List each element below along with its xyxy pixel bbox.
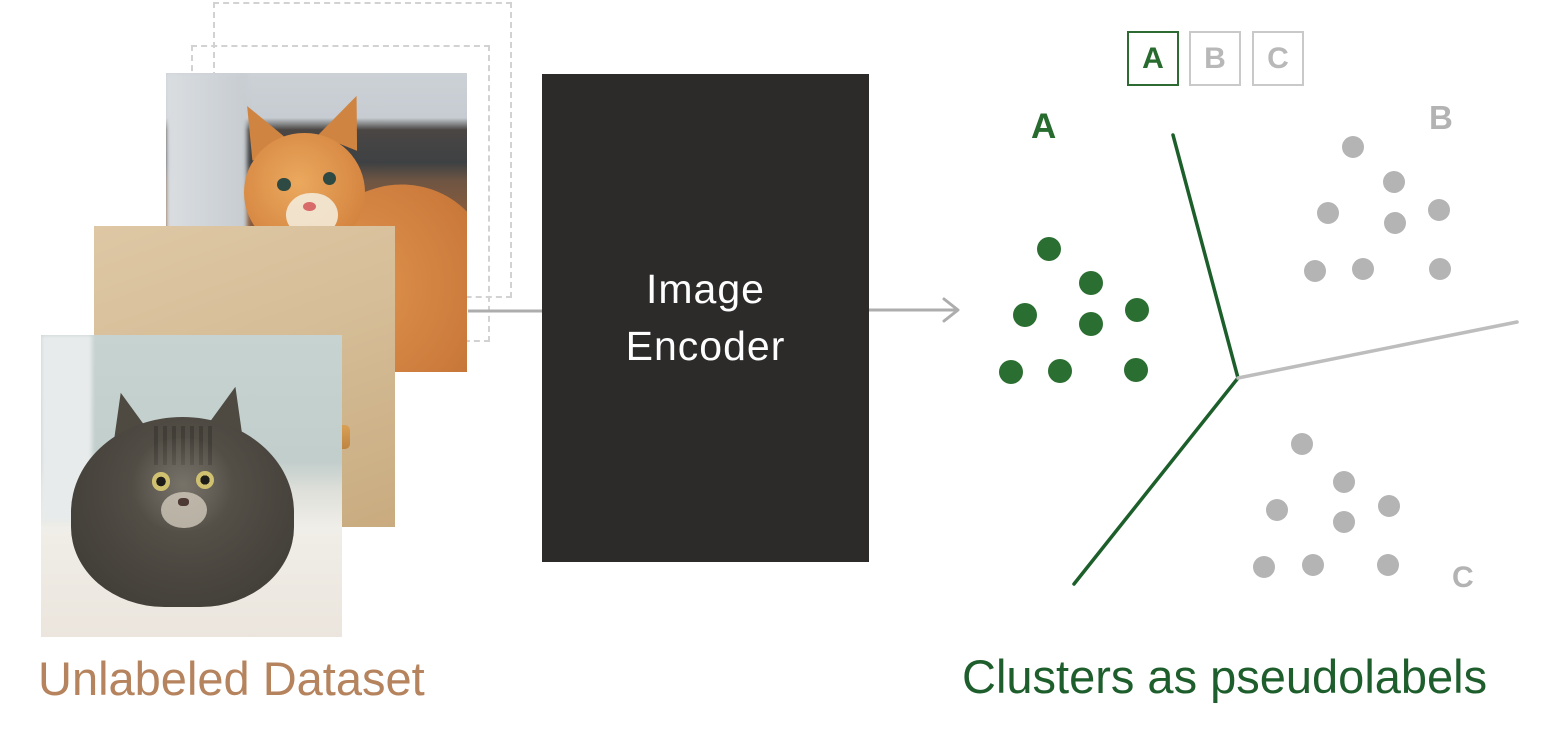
- cluster-boundary-line: [1171, 133, 1240, 380]
- cluster-c-dot: [1266, 499, 1288, 521]
- cat-eye: [196, 470, 215, 489]
- cluster-c-dot: [1378, 495, 1400, 517]
- legend-box-b: B: [1189, 31, 1241, 86]
- cluster-a-dot: [999, 360, 1023, 384]
- cluster-c-dot: [1291, 433, 1313, 455]
- cluster-c-dot: [1333, 511, 1355, 533]
- cat-nose: [302, 201, 316, 212]
- gray-tabby-cat-photo: [41, 335, 342, 637]
- cluster-c-dot: [1253, 556, 1275, 578]
- cluster-a-dot: [1079, 271, 1103, 295]
- arrowhead-icon: [942, 297, 960, 323]
- legend-box-a: A: [1127, 31, 1179, 86]
- cluster-boundary-line: [1236, 320, 1519, 380]
- cluster-b-dot: [1304, 260, 1326, 282]
- cluster-c-dot: [1302, 554, 1324, 576]
- legend-box-c: C: [1252, 31, 1304, 86]
- image-encoder-box: Image Encoder: [542, 74, 869, 562]
- cluster-a-dot: [1079, 312, 1103, 336]
- unlabeled-dataset-caption: Unlabeled Dataset: [38, 652, 425, 705]
- cluster-b-dot: [1384, 212, 1406, 234]
- cluster-a-dot: [1125, 298, 1149, 322]
- cluster-label-b: B: [1429, 99, 1453, 136]
- cat-eye: [152, 472, 171, 491]
- cluster-label-c: C: [1452, 561, 1474, 594]
- cluster-a-dot: [1037, 237, 1061, 261]
- cluster-a-dot: [1048, 359, 1072, 383]
- encoder-label-line1: Image: [646, 265, 765, 312]
- cluster-b-dot: [1342, 136, 1364, 158]
- cat-muzzle: [161, 492, 207, 529]
- cluster-b-dot: [1429, 258, 1451, 280]
- cluster-b-dot: [1317, 202, 1339, 224]
- cluster-c-dot: [1377, 554, 1399, 576]
- cluster-label-a: A: [1031, 107, 1057, 146]
- cluster-a-dot: [1124, 358, 1148, 382]
- cluster-b-dot: [1383, 171, 1405, 193]
- cat-eye: [322, 171, 337, 186]
- cluster-b-dot: [1428, 199, 1450, 221]
- photo-background-detail: [166, 73, 248, 247]
- cluster-boundary-line: [1072, 376, 1240, 586]
- encoder-label-line2: Encoder: [625, 323, 786, 369]
- cluster-a-dot: [1013, 303, 1037, 327]
- cat-nose: [177, 498, 189, 506]
- clusters-caption: Clusters as pseudolabels: [962, 650, 1488, 703]
- cluster-c-dot: [1333, 471, 1355, 493]
- cat-eye: [277, 177, 292, 192]
- cluster-b-dot: [1352, 258, 1374, 280]
